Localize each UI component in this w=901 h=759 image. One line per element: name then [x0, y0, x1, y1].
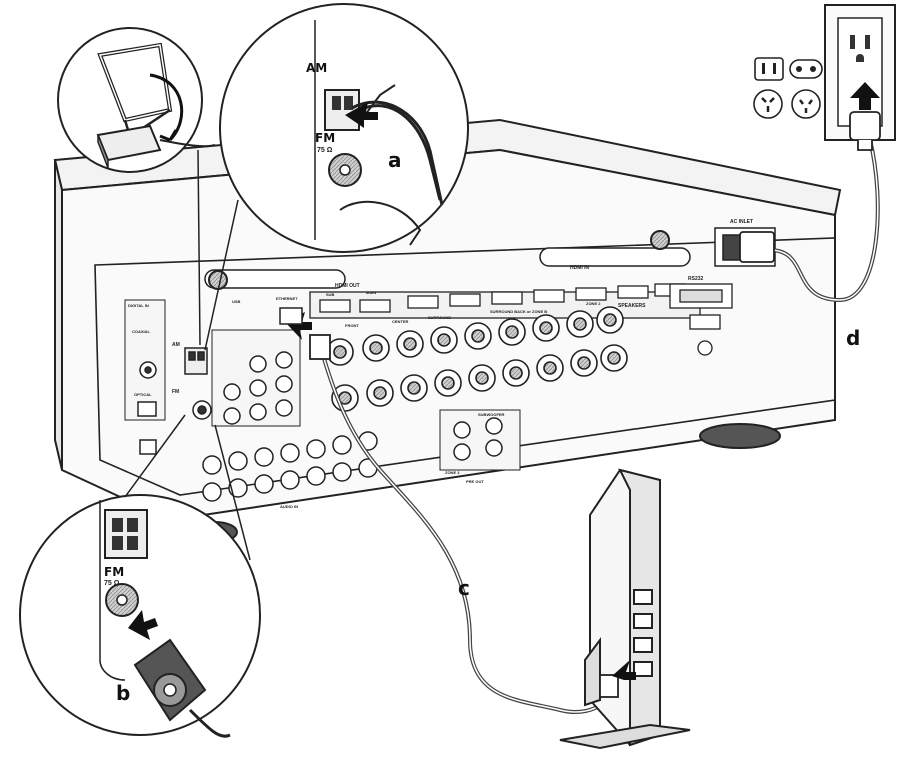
plug-type-g-icon — [791, 89, 821, 119]
panel-label-ethernet: ETHERNET — [276, 296, 298, 301]
panel-label-audio-in: AUDIO IN — [280, 504, 298, 509]
callout-a: a — [388, 148, 402, 172]
zoom-label-fm-top: FM — [315, 131, 336, 145]
panel-label-ac-inlet: AC INLET — [730, 219, 754, 225]
plug-type-c-icon — [789, 59, 823, 79]
panel-label-digital-in: DIGITAL IN — [128, 303, 149, 308]
network-router — [559, 468, 691, 750]
callout-c: c — [458, 576, 470, 600]
panel-label-pre-out: PRE OUT — [466, 479, 484, 484]
plug-type-icons — [753, 57, 823, 119]
router-arrow-icon — [612, 660, 636, 680]
panel-label-hdmi-out: HDMI OUT — [335, 283, 360, 289]
panel-label-optical: OPTICAL — [134, 392, 152, 397]
outlet-arrow-icon — [850, 82, 880, 110]
zoom-label-fm-top-ohm: 75 Ω — [317, 147, 333, 154]
callout-d: d — [846, 326, 861, 350]
antenna-terminals — [184, 347, 212, 420]
zoom-label-am: AM — [306, 61, 328, 75]
panel-label-zone2: ZONE 2 — [586, 301, 601, 306]
panel-label-subwoofer: SUBWOOFER — [478, 412, 505, 417]
panel-label-usb: USB — [232, 299, 241, 304]
am-fm-terminal-zoom — [219, 3, 469, 253]
panel-label-speakers: SPEAKERS — [618, 303, 646, 309]
rs232-port — [669, 283, 733, 356]
panel-label-center: CENTER — [392, 319, 409, 324]
panel-label-sub: SUB — [326, 292, 335, 297]
panel-label-surround: SURROUND — [428, 315, 452, 320]
panel-label-am: AM — [172, 342, 180, 348]
zoom-label-fm-bottom-ohm: 75 Ω — [104, 580, 120, 587]
panel-label-coaxial: COAXIAL — [132, 329, 150, 334]
panel-label-main: MAIN — [366, 290, 377, 295]
power-plug — [849, 111, 881, 151]
plug-type-i-icon — [753, 89, 783, 119]
am-antenna-zoom — [57, 27, 216, 173]
panel-label-surround-back: SURROUND BACK or ZONE B — [490, 309, 548, 314]
ethernet-port — [279, 307, 303, 325]
am-arrow-icon — [345, 102, 378, 128]
fm-terminal-zoom — [19, 494, 261, 738]
callout-b: b — [116, 681, 131, 705]
panel-label-rs232: RS232 — [688, 276, 704, 282]
rca-jacks — [202, 329, 521, 502]
plug-type-a-icon — [754, 57, 784, 81]
panel-label-front: FRONT — [345, 323, 359, 328]
ethernet-plug — [309, 334, 331, 360]
fm-arrow-icon — [128, 610, 158, 640]
rotate-arrow-icon — [149, 73, 184, 142]
panel-label-zone3: ZONE 3 — [445, 470, 460, 475]
hdmi-port-row — [309, 283, 701, 319]
panel-label-fm: FM — [172, 389, 180, 395]
power-plug-inlet — [739, 231, 775, 263]
panel-label-hdmi-in: HDMI IN — [570, 265, 590, 271]
zoom-label-fm-bottom: FM — [104, 565, 125, 579]
router-ethernet-plug — [599, 674, 619, 698]
digital-in-jacks — [124, 299, 166, 455]
